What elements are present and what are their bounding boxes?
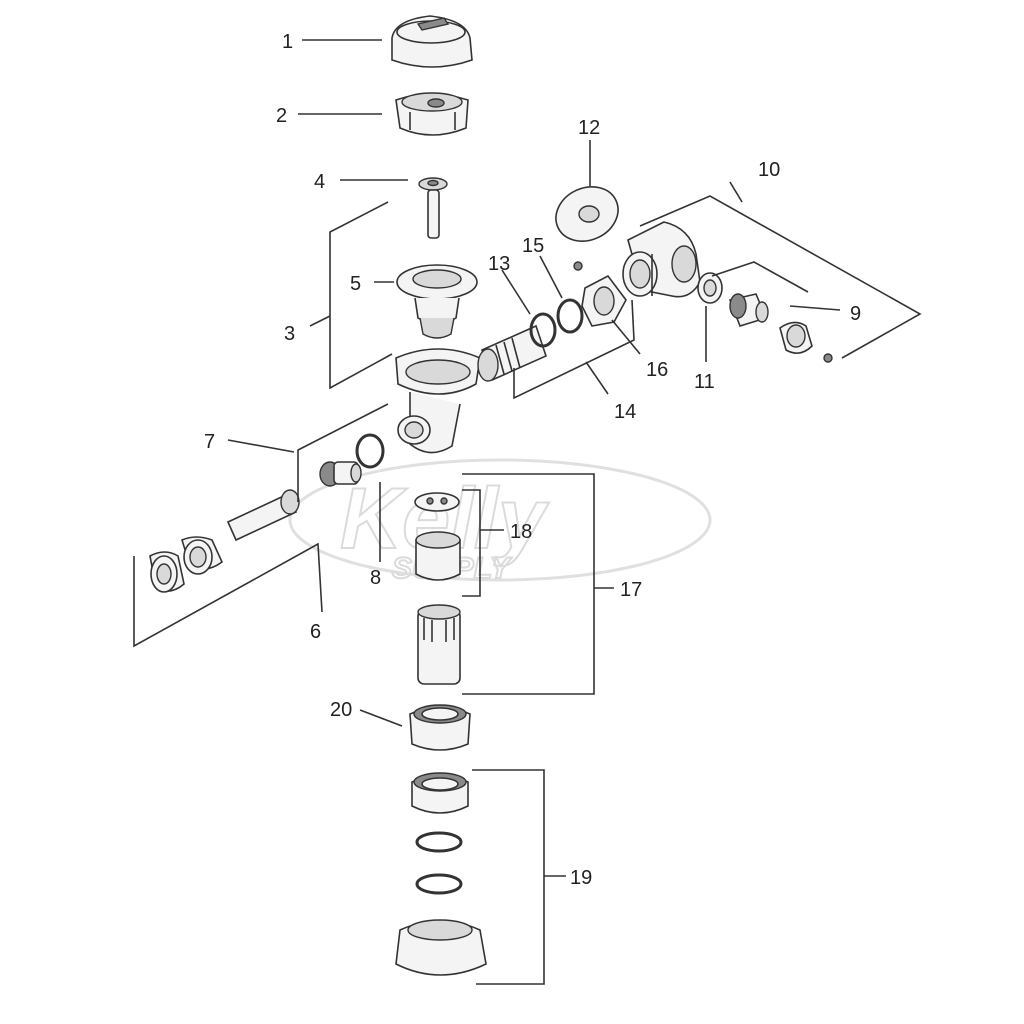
callout-19: 19 [570,867,592,889]
part-15-gasket [556,298,584,334]
valve-body [395,348,481,454]
callout-11: 11 [694,371,715,393]
callout-4: 4 [314,171,325,193]
callout-10: 10 [758,159,780,181]
callout-20: 20 [330,699,352,721]
part-13-gasket [529,312,557,348]
callout-2: 2 [276,105,287,127]
part-1-cover-cap [391,15,473,68]
part-9-handle-adapter [728,293,833,363]
part-11-gasket [697,272,723,304]
callout-12: 12 [578,117,600,139]
callout-14: 14 [614,401,636,423]
callout-18: 18 [510,521,532,543]
part-7-stop-cartridge [319,461,362,487]
callout-3: 3 [284,323,295,345]
part-18-filter-kit [414,492,461,581]
leader-lines [133,39,922,985]
part-16-spud-nut [573,261,627,327]
part-10-inlet-elbow [622,221,701,298]
callout-17: 17 [620,579,642,601]
callout-5: 5 [350,273,361,295]
callout-16: 16 [646,359,668,381]
callout-9: 9 [850,303,861,325]
callout-13: 13 [488,253,510,275]
callout-6: 6 [310,621,321,643]
part-19-spud-coupling [395,772,487,976]
callout-1: 1 [282,31,293,53]
part-6-stop-assembly [149,489,300,593]
part-12-wall-flange [555,186,619,242]
callout-7: 7 [204,431,215,453]
part-20-coupling-nut [409,704,471,751]
part-14-vacuum-breaker-tube [477,324,547,382]
callout-15: 15 [522,235,544,257]
part-5-diaphragm [396,264,478,339]
callout-labels: 1 2 3 4 5 6 7 8 9 10 11 12 13 14 15 16 1… [204,31,861,889]
part-17-flush-tube [417,604,461,685]
part-4-relief-valve [418,177,448,239]
callout-8: 8 [370,567,381,589]
part-2-housing [395,92,469,136]
part-8-o-ring [355,433,385,469]
